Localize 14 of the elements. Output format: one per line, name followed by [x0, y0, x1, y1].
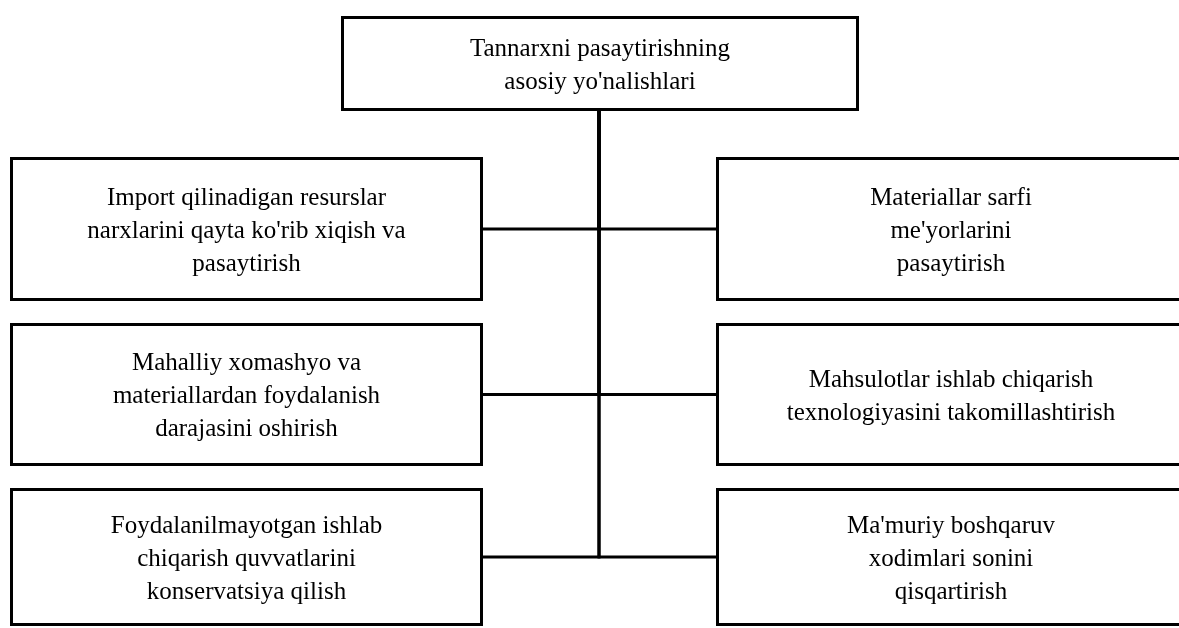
box-text: Ma'muriy boshqaruv xodimlari sonini qisqartirish: [846, 509, 1056, 606]
text-box: [716, 323, 1179, 466]
text-box: [716, 488, 1179, 626]
box-text: Materiallar sarfi me'yorlarini pasaytirish: [869, 181, 1033, 278]
box-text: Foydalanilmayotgan ishlab chiqarish quvvatlarini konservatsiya qilish: [109, 509, 384, 606]
text-box: [10, 323, 483, 466]
text-box: [341, 16, 859, 111]
box-text: Mahsulotlar ishlab chiqarish texnologiyasini takomillashtirish: [785, 363, 1117, 427]
box-text: Import qilinadigan resurslar narxlarini qayta ko'rib xiqish va pasaytirish: [86, 181, 407, 278]
box-text: Mahalliy xomashyo va materiallardan foydalanish darajasini oshirish: [111, 347, 382, 443]
text-box: [716, 157, 1179, 301]
text-box: [10, 488, 483, 626]
box-text: Tannarxni pasaytirishning asosiy yo'nalishlari: [469, 32, 731, 96]
text-box: [10, 157, 483, 301]
